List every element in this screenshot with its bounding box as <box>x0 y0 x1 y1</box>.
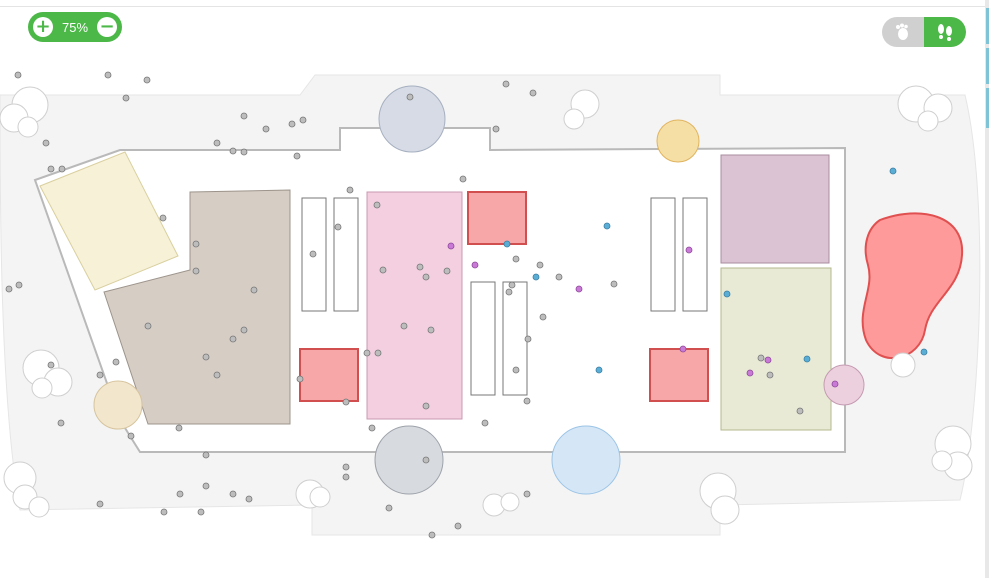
plus-circle-icon: + <box>35 16 51 37</box>
top-divider <box>0 6 989 7</box>
markers-blue[interactable] <box>503 167 928 374</box>
scrollbar[interactable] <box>985 0 989 578</box>
footprints-toggle[interactable] <box>924 17 966 47</box>
pavilion-bottom-left[interactable] <box>374 425 444 495</box>
pond[interactable] <box>861 212 964 359</box>
pavilion-bottom-right[interactable] <box>551 425 621 495</box>
escalators <box>301 197 708 396</box>
zoom-control: + 75% − <box>28 12 122 42</box>
pavilion-cream[interactable] <box>93 380 143 430</box>
zone-mauve[interactable] <box>720 154 830 264</box>
zoom-out-button[interactable]: − <box>97 17 117 37</box>
pavilion-gold[interactable] <box>656 119 700 163</box>
zone-cream-tilted[interactable] <box>39 151 179 291</box>
stage-red-top[interactable] <box>467 191 527 245</box>
footprints-icon <box>938 24 952 41</box>
stage-red-right[interactable] <box>649 348 709 402</box>
zone-pink[interactable] <box>366 191 463 420</box>
pavilion-top[interactable] <box>378 85 446 153</box>
zone-brown[interactable] <box>103 189 291 425</box>
pavilion-pink[interactable] <box>823 364 865 406</box>
markers-gray[interactable] <box>5 71 804 539</box>
view-toggle <box>882 17 966 47</box>
single-footprint-toggle[interactable] <box>882 17 924 47</box>
zone-green[interactable] <box>720 267 832 431</box>
minus-circle-icon: − <box>99 16 115 37</box>
venue-floor-map[interactable] <box>0 60 985 540</box>
zoom-in-button[interactable]: + <box>33 17 53 37</box>
trees <box>0 85 973 525</box>
stage-red-left[interactable] <box>299 348 359 402</box>
markers-purple[interactable] <box>447 242 839 388</box>
footprint-icon <box>896 23 908 40</box>
zoom-level: 75% <box>61 19 89 35</box>
